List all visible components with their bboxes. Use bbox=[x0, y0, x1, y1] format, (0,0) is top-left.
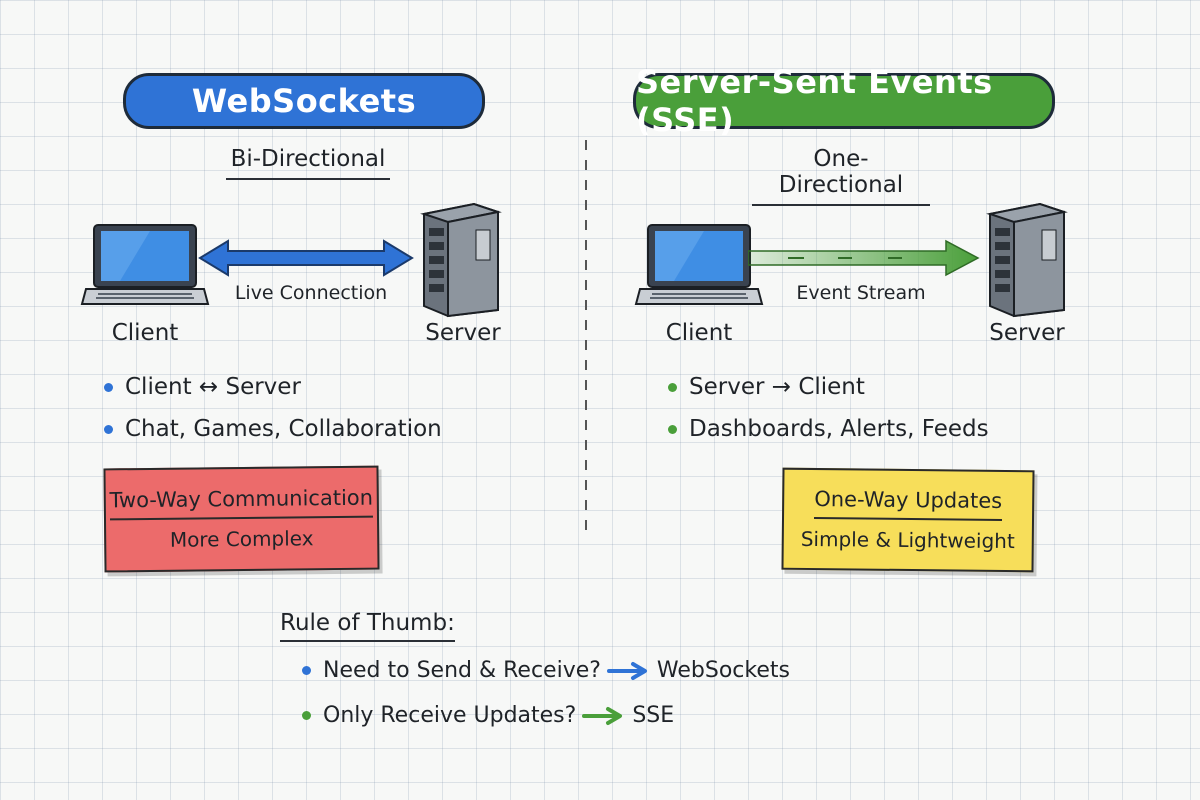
bullet-dot-icon bbox=[302, 666, 311, 675]
bullet-dot-icon bbox=[668, 424, 677, 434]
event-stream-arrow bbox=[748, 239, 980, 277]
sse-bullet: Server → Client bbox=[668, 374, 865, 400]
rule-question: Need to Send & Receive? bbox=[323, 658, 601, 683]
rule-of-thumb-title: Rule of Thumb: bbox=[280, 610, 455, 642]
websockets-bullet: Chat, Games, Collaboration bbox=[104, 416, 442, 442]
rule-question: Only Receive Updates? bbox=[323, 703, 577, 728]
rule-item-sse: Only Receive Updates? SSE bbox=[302, 703, 674, 728]
note-line-2: More Complex bbox=[169, 526, 314, 552]
client-label: Client bbox=[665, 320, 733, 346]
rule-item-websockets: Need to Send & Receive? WebSockets bbox=[302, 658, 790, 683]
center-divider bbox=[585, 140, 587, 530]
bullet-dot-icon bbox=[302, 711, 311, 720]
live-connection-label: Live Connection bbox=[234, 282, 388, 304]
bullet-dot-icon bbox=[104, 382, 113, 392]
rule-answer: SSE bbox=[632, 703, 675, 728]
client-laptop-icon bbox=[634, 224, 764, 305]
note-line-1: One-Way Updates bbox=[814, 487, 1003, 521]
bullet-dot-icon bbox=[668, 382, 677, 392]
arrow-right-icon bbox=[582, 706, 623, 725]
client-laptop-icon bbox=[80, 224, 210, 305]
arrow-right-icon bbox=[606, 661, 647, 680]
sse-note: One-Way Updates Simple & Lightweight bbox=[781, 467, 1035, 573]
websockets-note: Two-Way Communication More Complex bbox=[103, 465, 380, 573]
server-label: Server bbox=[989, 320, 1065, 346]
note-line-1: Two-Way Communication bbox=[109, 485, 374, 521]
sse-title: Server-Sent Events (SSE) bbox=[633, 63, 1055, 139]
server-icon bbox=[420, 202, 502, 318]
websockets-bullet: Client ↔ Server bbox=[104, 374, 301, 400]
rule-answer: WebSockets bbox=[656, 658, 790, 683]
server-label: Server bbox=[425, 320, 501, 346]
sse-bullet: Dashboards, Alerts, Feeds bbox=[668, 416, 989, 442]
websockets-subtitle: Bi-Directional bbox=[226, 146, 390, 180]
bullet-dot-icon bbox=[104, 424, 113, 434]
sse-subtitle: One-Directional bbox=[752, 146, 930, 206]
note-line-2: Simple & Lightweight bbox=[800, 526, 1015, 554]
event-stream-label: Event Stream bbox=[796, 282, 926, 304]
websockets-title: WebSockets bbox=[123, 73, 485, 129]
server-icon bbox=[986, 202, 1068, 318]
client-label: Client bbox=[111, 320, 179, 346]
bidirectional-arrow bbox=[198, 239, 414, 277]
